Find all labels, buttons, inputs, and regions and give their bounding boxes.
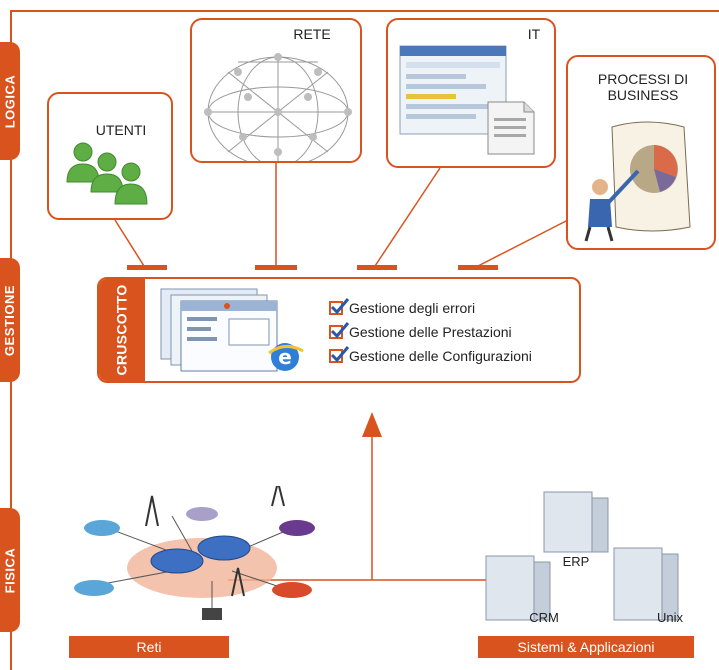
dashboard-item: Gestione delle Prestazioni: [329, 321, 512, 343]
card-processi-label-2: BUSINESS: [607, 87, 679, 103]
frame-top-line: [10, 10, 719, 12]
connector-tab-rete: [255, 265, 297, 270]
card-processi-label-1: PROCESSI DI: [597, 71, 689, 87]
checkbox-checked-icon: [329, 322, 350, 339]
bar-sistemi-applicazioni: Sistemi & Applicazioni: [478, 636, 694, 658]
connector-tab-processi: [458, 265, 498, 270]
side-tab-logica: LOGICA: [0, 42, 20, 160]
svg-text:e: e: [278, 345, 292, 369]
users-icon: [66, 142, 148, 205]
dashboard-title: CRUSCOTTO: [114, 284, 131, 376]
connector-tab-utenti: [127, 265, 167, 270]
browser-windows-icon: e: [160, 288, 304, 372]
servers-illustration: [485, 491, 679, 621]
card-rete: RETE: [190, 18, 362, 163]
card-utenti-label: UTENTI: [95, 122, 147, 138]
checkbox-checked-icon: [329, 298, 350, 315]
network-globe-icon: [204, 53, 352, 161]
card-utenti: UTENTI: [47, 92, 173, 220]
bar-reti: Reti: [69, 636, 229, 658]
server-label-crm: CRM: [529, 610, 559, 625]
dashboard-item: Gestione degli errori: [329, 297, 475, 319]
card-processi: PROCESSI DI BUSINESS: [566, 55, 716, 250]
server-label-erp: ERP: [562, 554, 590, 569]
card-it: IT: [386, 18, 556, 168]
connector-tab-it: [357, 265, 397, 270]
network-devices-illustration: [74, 486, 315, 620]
dashboard-item-label: Gestione delle Prestazioni: [349, 324, 512, 340]
side-tab-fisica: FISICA: [0, 508, 20, 632]
dashboard-item-label: Gestione delle Configurazioni: [349, 348, 532, 364]
card-rete-label: RETE: [293, 26, 331, 42]
card-it-label: IT: [527, 26, 541, 42]
dashboard-item-label: Gestione degli errori: [349, 300, 476, 316]
dashboard-item: Gestione delle Configurazioni: [329, 345, 532, 367]
application-window-icon: [399, 45, 535, 155]
side-tab-gestione: GESTIONE: [0, 258, 20, 382]
checkbox-checked-icon: [329, 346, 350, 363]
presentation-chart-icon: [584, 121, 691, 242]
dashboard-panel: CRUSCOTTO e Gestione degli errori Gestio…: [97, 277, 581, 383]
dashboard-title-tab: CRUSCOTTO: [99, 279, 145, 381]
server-label-unix: Unix: [656, 610, 683, 625]
